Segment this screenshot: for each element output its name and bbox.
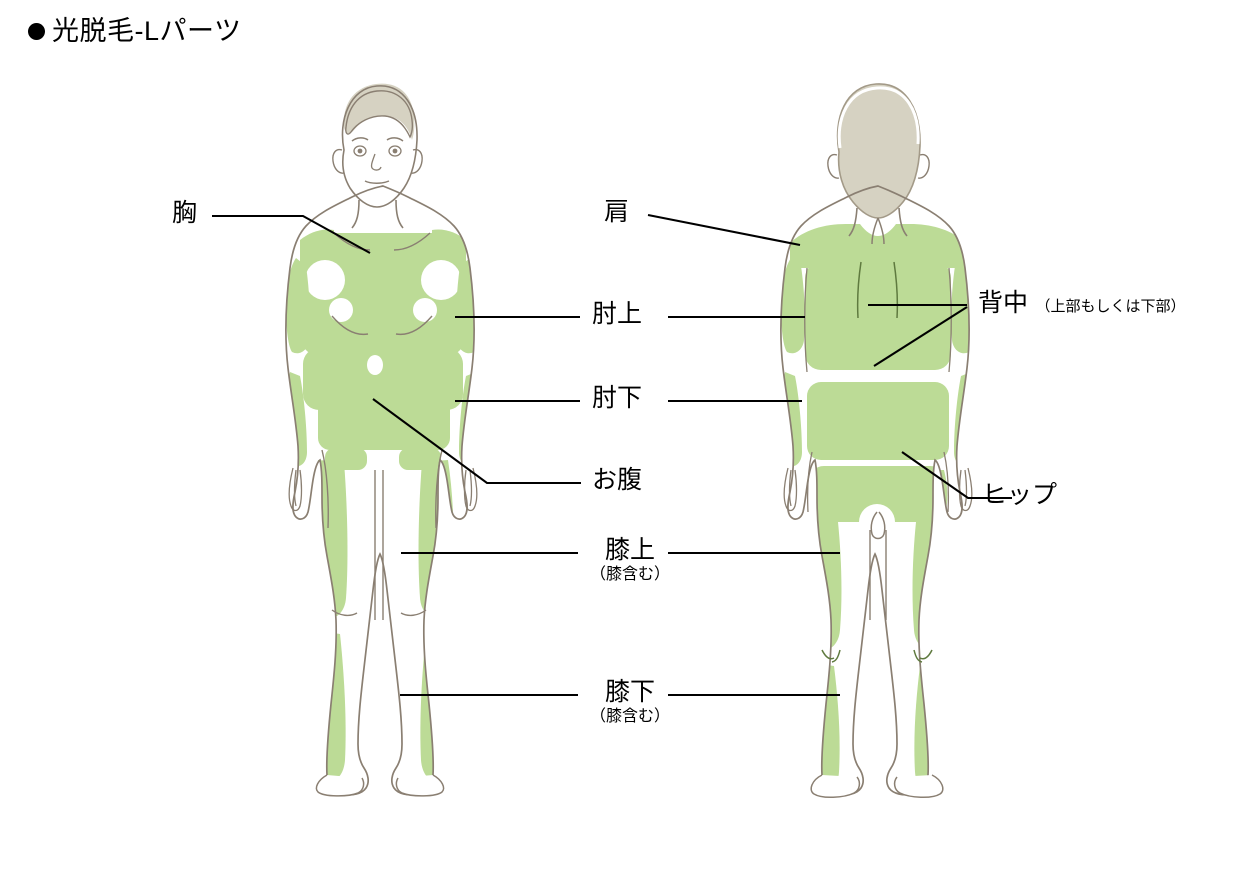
front-hair [343, 83, 415, 140]
region-front-shin-left [319, 632, 346, 781]
region-back-shin-left [813, 664, 840, 793]
nipple-cutout-right [413, 298, 437, 322]
region-front-upper-arm-left [285, 258, 310, 354]
back-ear-left [827, 153, 840, 179]
page-title: 光脱毛-Lパーツ [28, 18, 241, 45]
front-foot-right [395, 774, 445, 797]
region-front-upper-arm-right [456, 258, 475, 354]
label-above-knee-main: 膝上 [605, 536, 656, 564]
leader-line-chest [212, 214, 371, 254]
front-pupil-right [392, 148, 398, 154]
label-upper-arm: 肘上 [592, 300, 642, 328]
back-hand-left [783, 467, 798, 512]
front-eyebrow-right [386, 137, 404, 142]
label-back-sub: （上部もしくは下部） [1035, 298, 1186, 315]
back-hair [836, 83, 921, 219]
leader-line-hip [901, 451, 1012, 500]
front-mouth [364, 180, 390, 184]
filled-circle-bullet-icon [28, 23, 45, 40]
label-shoulder-main: 肩 [604, 198, 630, 226]
region-belly [318, 352, 450, 450]
back-neck [848, 207, 908, 237]
leader-line-back-lower [873, 306, 968, 367]
front-pectoral-line [331, 315, 433, 336]
region-lower-back [807, 382, 949, 460]
region-chest-left-shoulder [300, 229, 334, 258]
back-gluteal-cleft [870, 511, 886, 540]
front-nose [370, 153, 382, 171]
back-foot-left [810, 774, 861, 798]
label-lower-arm-main: 肘下 [592, 384, 643, 412]
leader-lines [212, 213, 1012, 697]
navel-cutout [367, 355, 383, 375]
front-body-outline [284, 185, 476, 796]
front-ear-right [410, 148, 423, 174]
leader-line-shoulder [647, 213, 801, 247]
region-hip-block [808, 466, 946, 522]
front-pupil-left [357, 148, 363, 154]
region-back-thigh-left [806, 520, 842, 651]
back-body-figure [779, 83, 973, 798]
label-back: 背中 （上部もしくは下部） [978, 289, 1185, 317]
back-hand-right [958, 467, 973, 512]
leader-line-belly [372, 398, 581, 485]
back-knee-crease-left [821, 649, 841, 663]
label-hip-main: ヒップ [982, 481, 1058, 509]
front-neck [351, 199, 404, 229]
label-hip: ヒップ [982, 481, 1057, 509]
label-above-knee-sub: （膝含む） [590, 566, 671, 583]
label-upper-arm-main: 肘上 [592, 300, 643, 328]
front-knee-line [331, 609, 427, 617]
region-upper-back [805, 262, 951, 370]
label-belly-main: お腹 [592, 466, 643, 494]
back-knee-crease-right [913, 649, 933, 663]
label-chest: 胸 [172, 199, 197, 227]
front-hand-left [288, 467, 303, 512]
front-hip-line [321, 449, 443, 529]
front-head-outline [341, 85, 418, 208]
label-below-knee-main: 膝下 [605, 678, 656, 706]
label-below-knee-sub: （膝含む） [590, 708, 671, 725]
label-lower-arm: 肘下 [592, 384, 642, 412]
label-belly: お腹 [592, 466, 642, 494]
back-torso-side-lines [804, 267, 952, 373]
back-hip-side-lines [806, 451, 950, 513]
front-hand-right [463, 467, 478, 512]
back-scapula-lines [856, 261, 899, 319]
label-below-knee: 膝下 （膝含む） [590, 678, 670, 726]
front-hairline [345, 90, 414, 139]
region-front-groin-right [399, 448, 441, 470]
armpit-cutout-left [305, 260, 345, 300]
region-back-forearm-left [781, 372, 802, 467]
region-back-shoulders [790, 224, 966, 268]
nipple-cutout-left [329, 298, 353, 322]
back-body-outline [779, 185, 971, 796]
label-shoulder: 肩 [604, 198, 629, 226]
back-ear-right [917, 153, 930, 179]
front-body-figure [284, 83, 478, 797]
region-back-upper-arm-left [780, 258, 805, 354]
region-front-groin-left [325, 448, 367, 470]
label-back-main: 背中 [978, 289, 1029, 317]
back-nape [871, 217, 885, 245]
front-inner-leg-line [374, 470, 384, 620]
back-hair-highlight [837, 86, 920, 149]
region-front-thigh-left [312, 460, 348, 619]
front-ear-left [332, 148, 345, 174]
gluteal-cleft-cutout [859, 504, 895, 540]
region-chest-right-shoulder [432, 229, 466, 258]
back-foot-right [893, 774, 944, 798]
armpit-cutout-right [421, 260, 461, 300]
page-title-text: 光脱毛-Lパーツ [52, 16, 242, 46]
back-inner-leg-line [869, 530, 887, 620]
label-above-knee: 膝上 （膝含む） [590, 536, 670, 584]
front-eyebrow-left [351, 137, 369, 142]
label-chest-main: 胸 [172, 199, 198, 227]
front-foot-left [315, 774, 365, 797]
